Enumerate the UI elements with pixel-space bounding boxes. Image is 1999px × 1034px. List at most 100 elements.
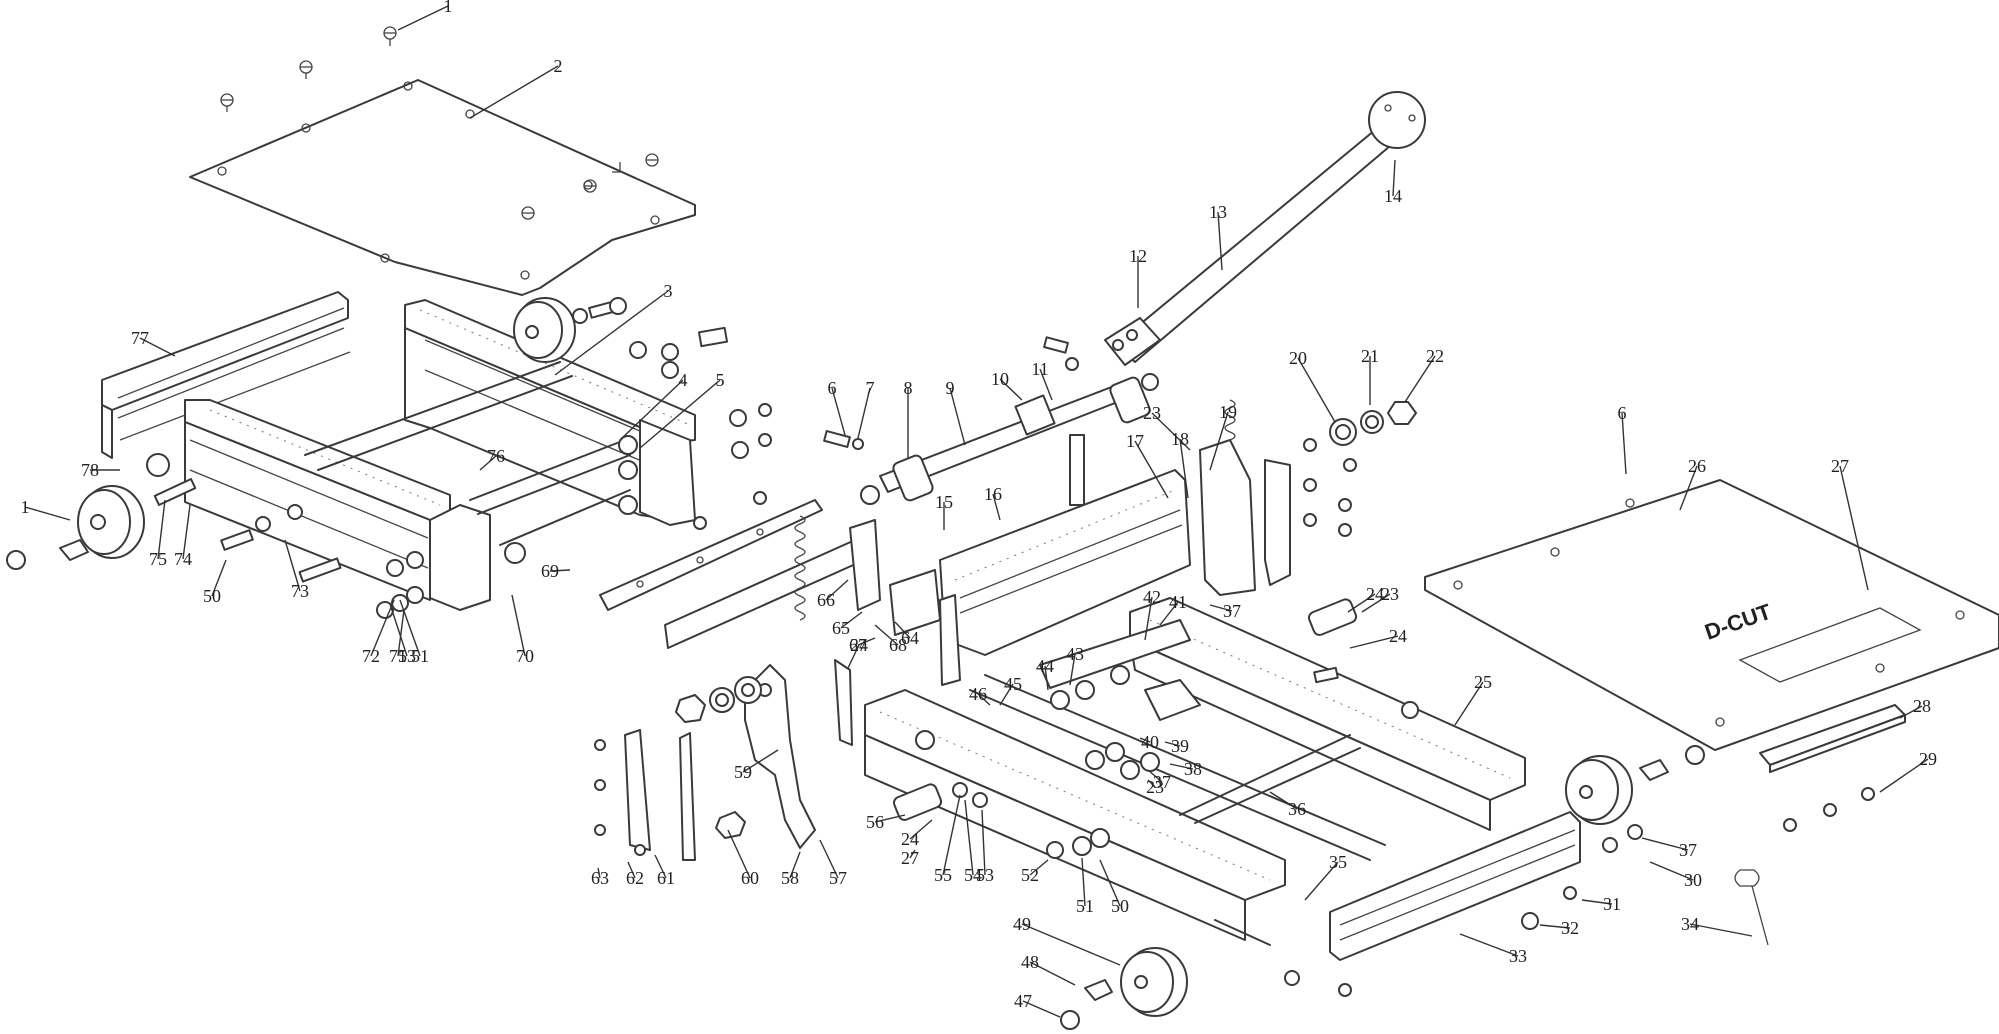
part-callout-label: 51 xyxy=(411,646,429,666)
spring-19 xyxy=(1224,399,1236,441)
leader-line xyxy=(1099,859,1121,907)
leader-line xyxy=(157,499,166,560)
part-callout-label: 26 xyxy=(1688,456,1706,476)
leader-line xyxy=(1209,411,1229,471)
leader-line xyxy=(1069,653,1076,686)
part-callout-label: 29 xyxy=(1919,749,1937,769)
leader-line xyxy=(479,455,497,471)
latch-assembly-57-59 xyxy=(744,515,853,849)
part-callout-label: 24 xyxy=(850,635,868,655)
part-callout-label: 8 xyxy=(904,378,913,398)
part-callout-label: 16 xyxy=(984,484,1002,504)
leader-line xyxy=(1641,837,1689,851)
part-callout-label: 52 xyxy=(1021,865,1039,885)
part-callout-label: 28 xyxy=(1913,696,1931,716)
part-callout-label: 23 xyxy=(1381,584,1399,604)
leader-line xyxy=(1347,593,1376,613)
front-slide-rails-67-68 xyxy=(599,499,861,649)
part-callout-label: 33 xyxy=(1509,946,1527,966)
springs-23-center xyxy=(892,598,1358,821)
part-callout-label: 49 xyxy=(1013,914,1031,934)
leader-line xyxy=(1899,705,1923,719)
part-callout-label: 18 xyxy=(1171,429,1189,449)
leader-line xyxy=(831,387,846,436)
part-callout-label: 6 xyxy=(828,378,837,398)
part-callout-label: 24 xyxy=(1389,626,1407,646)
part-callout-label: 6 xyxy=(1618,403,1627,423)
cross-rods-75 xyxy=(304,361,638,546)
leader-line xyxy=(1147,779,1156,788)
leader-line xyxy=(909,849,916,859)
part-callout-label: 39 xyxy=(1171,736,1189,756)
center-mechanism-38-44 xyxy=(1039,619,1201,780)
leader-line xyxy=(1044,665,1049,691)
bottom-wheel-49 xyxy=(1060,947,1188,1030)
leader-line xyxy=(1392,159,1396,197)
part-callout-label: 72 xyxy=(362,646,380,666)
part-callout-label: 32 xyxy=(1561,918,1579,938)
part-callout-label: 7 xyxy=(866,378,875,398)
part-callout-label: 74 xyxy=(174,549,192,569)
leader-line xyxy=(742,749,779,773)
part-callout-label: 1 xyxy=(21,497,30,517)
shaft-9 xyxy=(860,373,1159,505)
leader-line xyxy=(857,387,871,439)
part-callout-label: 67 xyxy=(849,635,867,655)
leader-line xyxy=(1029,859,1049,876)
leader-line xyxy=(942,794,961,876)
part-callout-label: 20 xyxy=(1289,348,1307,368)
part-callout-label: 37 xyxy=(1153,772,1171,792)
part-callout-label: 53 xyxy=(976,865,994,885)
part-callout-label: 25 xyxy=(1474,672,1492,692)
leader-line xyxy=(654,854,667,879)
part-callout-label: 50 xyxy=(1111,896,1129,916)
part-callout-label: 69 xyxy=(541,561,559,581)
part-callout-label: 37 xyxy=(1679,840,1697,860)
leader-line xyxy=(819,839,839,879)
leader-line xyxy=(1539,924,1571,929)
part-callout-label: 70 xyxy=(516,646,534,666)
part-callout-label: 64 xyxy=(901,628,919,648)
leader-line xyxy=(894,621,911,639)
left-side-block xyxy=(429,419,696,611)
part-callout-label: 38 xyxy=(1184,759,1202,779)
leader-line xyxy=(727,829,751,879)
leader-line xyxy=(397,5,449,31)
leader-line xyxy=(1081,857,1086,907)
part-callout-label: 60 xyxy=(741,868,759,888)
part-callout-label: 76 xyxy=(487,446,505,466)
part-callout-label: 23 xyxy=(1143,403,1161,423)
leader-line xyxy=(949,387,966,446)
part-callout-label: 66 xyxy=(817,590,835,610)
leader-line xyxy=(211,559,227,597)
leader-line xyxy=(874,624,899,646)
part-callout-label: 2 xyxy=(554,56,563,76)
leader-line xyxy=(1139,737,1151,743)
leader-line xyxy=(789,851,801,879)
part-callout-label: 48 xyxy=(1021,952,1039,972)
leader-line xyxy=(999,683,1014,706)
leader-line xyxy=(139,337,176,357)
handle-13 xyxy=(1104,91,1426,366)
part-callout-label: 53 xyxy=(398,646,416,666)
guide-plate-right-18 xyxy=(1199,439,1291,596)
top-plate-left xyxy=(189,79,696,296)
leader-line xyxy=(999,378,1023,401)
leader-line xyxy=(1217,211,1223,271)
part-callout-label: 11 xyxy=(1031,359,1048,379)
leader-line xyxy=(1581,899,1613,905)
bracket-61-63 xyxy=(594,729,696,861)
leader-line xyxy=(639,379,721,449)
leader-line xyxy=(1349,635,1399,649)
part-callout-label: 9 xyxy=(946,378,955,398)
part-callout-label: 30 xyxy=(1684,870,1702,890)
part-callout-label: 54 xyxy=(964,865,982,885)
part-callout-label: 24 xyxy=(901,829,919,849)
right-bearings-20-22 xyxy=(1329,401,1417,446)
part-callout-label: 56 xyxy=(866,812,884,832)
part-callout-label: 10 xyxy=(991,369,1009,389)
part-callout-label: 47 xyxy=(1014,991,1032,1011)
left-wheel-back xyxy=(513,297,576,363)
part-callout-label: 17 xyxy=(1126,431,1144,451)
